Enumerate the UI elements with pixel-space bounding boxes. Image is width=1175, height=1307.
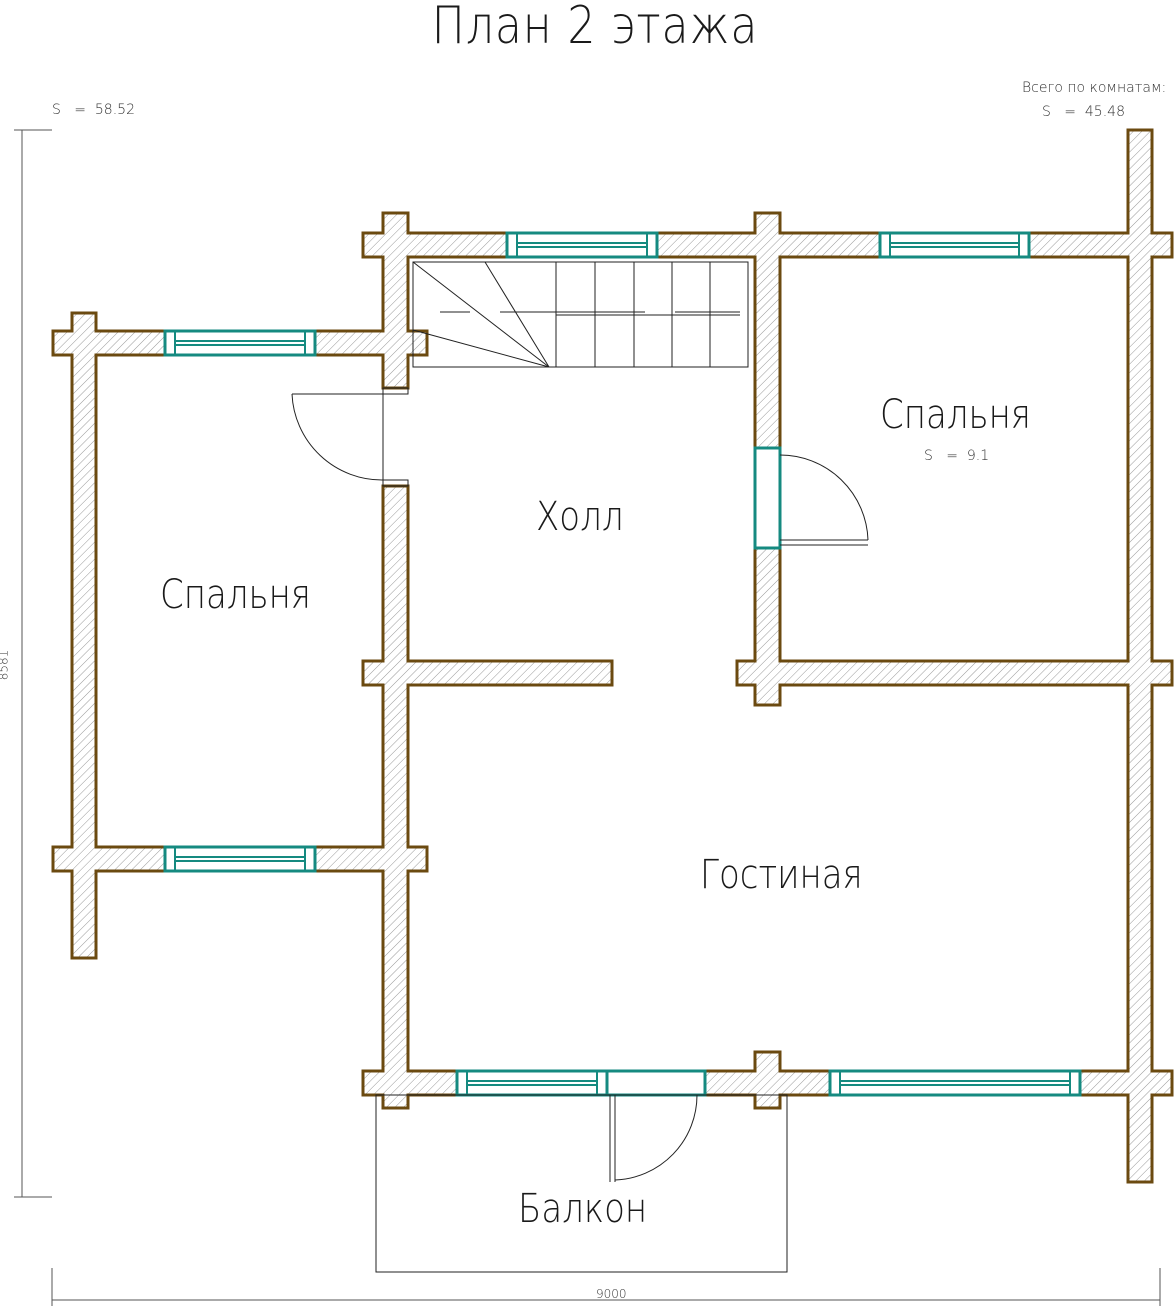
room-label-bedroom-right: Спальня bbox=[880, 392, 1031, 438]
wall-segment bbox=[73, 314, 95, 957]
bedroom-right-area: S = 9.1 bbox=[924, 448, 990, 464]
rooms-total-value: 45.48 bbox=[1084, 104, 1125, 120]
rooms-total-area: S = 45.48 bbox=[1042, 104, 1125, 120]
wall-segment bbox=[756, 1053, 779, 1107]
window bbox=[163, 845, 317, 873]
wall-segment bbox=[1129, 131, 1151, 1181]
walls bbox=[51, 128, 1174, 1184]
rooms-total-label: S bbox=[1042, 104, 1051, 120]
rooms-total-eq: = bbox=[1064, 104, 1076, 120]
dimension-height: 8581 bbox=[0, 649, 11, 681]
windows bbox=[163, 231, 1082, 1097]
window bbox=[828, 1069, 1082, 1097]
total-area-eq: = bbox=[74, 102, 86, 118]
walls-fill bbox=[54, 131, 1171, 1181]
dimension-width: 9000 bbox=[596, 1287, 627, 1301]
window bbox=[455, 1069, 609, 1097]
dimension-lines bbox=[14, 129, 1161, 1306]
staircase bbox=[412, 261, 749, 368]
page-title: План 2 этажа bbox=[431, 0, 759, 56]
wall-segment bbox=[756, 214, 779, 447]
rooms-total-caption: Всего по комнатам: bbox=[1022, 80, 1167, 96]
wall-segment bbox=[384, 487, 407, 1107]
wall-segment bbox=[738, 662, 1171, 684]
window bbox=[505, 231, 659, 259]
wall-segment bbox=[384, 214, 407, 387]
window bbox=[163, 329, 317, 357]
wall-segment bbox=[364, 662, 611, 684]
room-label-hall: Холл bbox=[536, 494, 624, 540]
room-label-balcony: Балкон bbox=[518, 1186, 648, 1232]
room-label-bedroom-left: Спальня bbox=[160, 572, 311, 618]
room-label-living: Гостиная bbox=[700, 852, 863, 898]
window bbox=[878, 231, 1031, 259]
total-area: S = 58.52 bbox=[52, 102, 135, 118]
balcony-outline bbox=[375, 1094, 788, 1273]
total-area-label: S bbox=[52, 102, 61, 118]
total-area-value: 58.52 bbox=[94, 102, 135, 118]
